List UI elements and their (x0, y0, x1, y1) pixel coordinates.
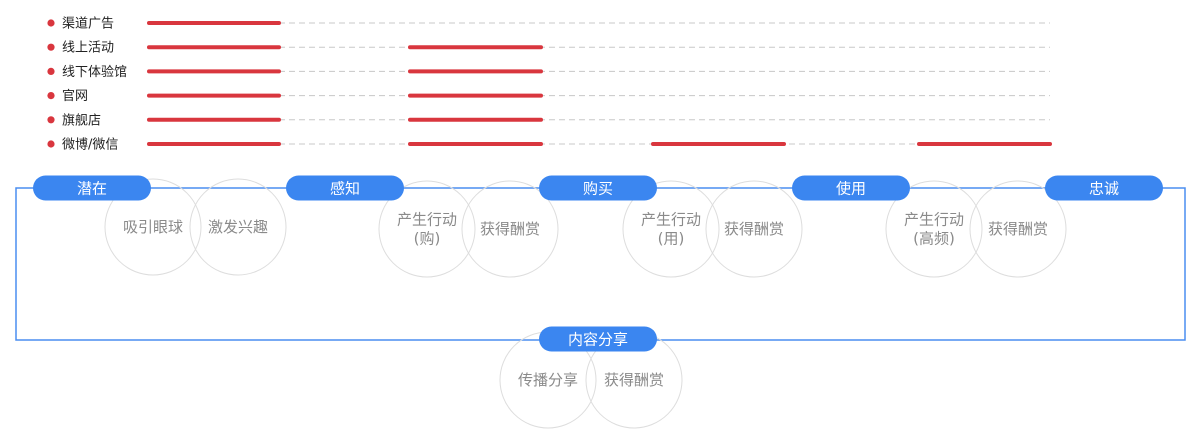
bubble-pairs: 吸引眼球激发兴趣产生行动(购)获得酬赏产生行动(用)获得酬赏产生行动(高频)获得… (104, 178, 1067, 429)
channel-bullet (47, 116, 55, 124)
stage-label: 忠诚 (1089, 180, 1119, 198)
bubble-left-circle (104, 178, 202, 276)
stage-label: 感知 (330, 180, 360, 198)
channel-bullet (47, 92, 55, 100)
bubble-right-text: 获得酬赏 (988, 220, 1048, 238)
bubble-left-text: 吸引眼球 (123, 218, 183, 236)
stage-pill: 购买 (539, 175, 657, 201)
flow-frame (15, 187, 1186, 341)
bubble-pair: 产生行动(高频) 获得酬赏 (885, 180, 1067, 278)
stage-label: 潜在 (77, 180, 107, 198)
stage-pill-bg (539, 175, 657, 201)
bubble-left-circle (885, 180, 983, 278)
channel-bullet (47, 43, 55, 51)
stage-pill: 内容分享 (539, 326, 657, 352)
channel-row: 渠道广告 (47, 17, 1050, 32)
stage-label: 购买 (583, 180, 613, 198)
bubble-pair: 产生行动(用) 获得酬赏 (622, 180, 803, 278)
stage-label: 内容分享 (568, 331, 628, 349)
channel-bullet (47, 140, 55, 148)
channel-label: 旗舰店 (62, 112, 101, 128)
bubble-pair: 吸引眼球 激发兴趣 (104, 178, 287, 276)
stage-pill-bg (792, 175, 910, 201)
bubble-pair: 产生行动(购) 获得酬赏 (378, 180, 559, 278)
channel-label: 渠道广告 (62, 17, 114, 32)
stage-pill-bg (286, 175, 404, 201)
channel-label: 线下体验馆 (62, 64, 127, 80)
bubble-right-text: 获得酬赏 (480, 220, 540, 238)
channel-label: 官网 (62, 88, 88, 104)
bubble-left-circle (378, 180, 476, 278)
channel-row: 微博/微信 (47, 138, 1052, 153)
stage-pill: 感知 (286, 175, 404, 201)
bubble-left-text: 产生行动 (641, 211, 701, 229)
channel-row: 线上活动 (47, 41, 1050, 56)
channel-row: 旗舰店 (47, 112, 1050, 128)
channel-label: 线上活动 (62, 41, 114, 56)
bubble-left-text: 产生行动 (904, 211, 964, 229)
channel-row: 官网 (47, 88, 1050, 104)
stage-pill: 潜在 (33, 175, 151, 201)
bubble-right-text: 获得酬赏 (724, 220, 784, 238)
flow-frame-rect (15, 187, 1186, 341)
bubble-right-circle (705, 180, 803, 278)
bubble-left-text: 产生行动 (397, 211, 457, 229)
bubble-left-text: (高频) (913, 230, 955, 248)
stage-label: 使用 (836, 180, 866, 198)
stage-pill-bg (1045, 175, 1163, 201)
bubble-right-text: 获得酬赏 (604, 371, 664, 389)
bubble-left-text: (用) (658, 230, 685, 248)
channel-row: 线下体验馆 (47, 64, 1050, 80)
bubble-left-text: 传播分享 (518, 371, 578, 389)
channel-label: 微博/微信 (62, 138, 118, 153)
bubble-right-circle (969, 180, 1067, 278)
bubble-left-circle (622, 180, 720, 278)
bubble-left-text: (购) (414, 230, 441, 248)
bubble-right-circle (189, 178, 287, 276)
channel-bullet (47, 67, 55, 75)
stage-pill-bg (33, 175, 151, 201)
stage-pill-bg (539, 326, 657, 352)
bubble-right-circle (461, 180, 559, 278)
stage-pill: 忠诚 (1045, 175, 1163, 201)
channel-bullet (47, 19, 55, 27)
stage-pill: 使用 (792, 175, 910, 201)
bubble-right-text: 激发兴趣 (208, 218, 268, 236)
